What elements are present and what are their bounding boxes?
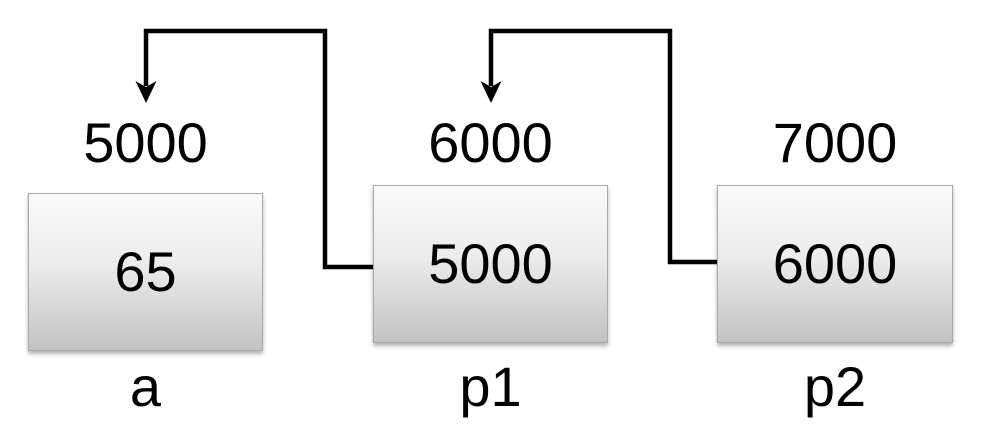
variable-name-p2: p2	[803, 355, 867, 418]
memory-value-p2: 6000	[772, 232, 898, 295]
variable-name-a: a	[129, 355, 162, 418]
memory-value-a: 65	[114, 240, 177, 303]
memory-box-p1: 5000	[373, 185, 608, 343]
memory-box-p2: 6000	[717, 185, 953, 343]
address-label-p1: 6000	[428, 111, 553, 174]
variable-name-p1: p1	[459, 355, 522, 418]
memory-value-p1: 5000	[428, 232, 553, 295]
address-label-p2: 7000	[772, 111, 898, 174]
memory-cell-p1: 6000 5000 p1	[373, 0, 608, 436]
address-label-a: 5000	[83, 111, 208, 174]
memory-box-a: 65	[28, 193, 263, 351]
memory-cell-a: 5000 65 a	[28, 0, 263, 436]
memory-cell-p2: 7000 6000 p2	[717, 0, 953, 436]
